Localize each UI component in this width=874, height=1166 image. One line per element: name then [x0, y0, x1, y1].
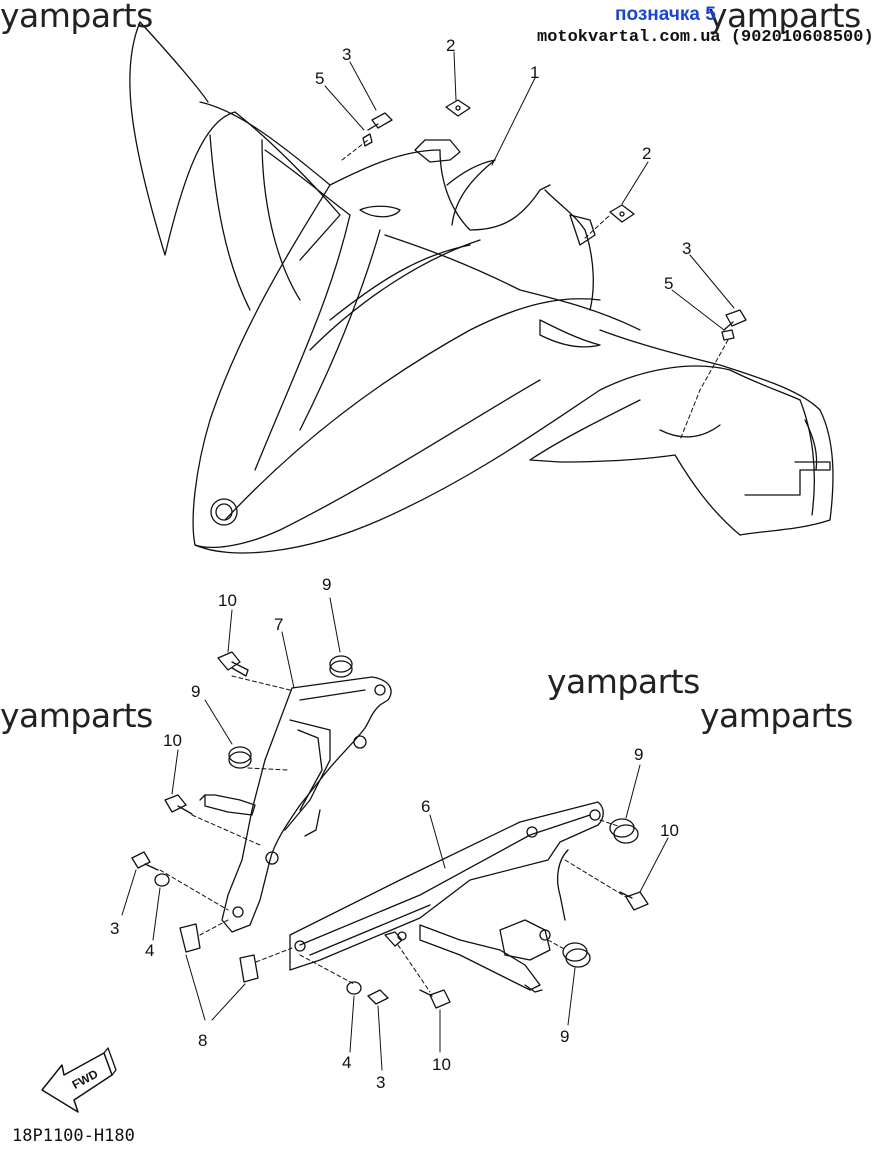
- callout-9-top: 9: [322, 575, 331, 594]
- callout-7: 7: [274, 615, 283, 634]
- watermark-top-right: yamparts: [708, 0, 861, 35]
- stay-bracket-6: [289, 801, 604, 993]
- callout-10-left: 10: [163, 731, 182, 750]
- callout-10-bottom: 10: [432, 1055, 451, 1074]
- callout-3-top: 3: [342, 45, 351, 64]
- badge-label: позначка 5: [615, 4, 716, 25]
- callout-4-left: 4: [145, 941, 154, 960]
- callout-9-left: 9: [191, 682, 200, 701]
- callout-3-left: 3: [110, 919, 119, 938]
- callout-10-right: 10: [660, 821, 679, 840]
- watermark-mid-left: yamparts: [0, 696, 153, 735]
- site-reference: motokvartal.com.ua (902010608500): [537, 28, 874, 47]
- callout-2-right: 2: [642, 144, 651, 163]
- watermark-top-left: yamparts: [0, 0, 153, 35]
- fwd-arrow: FWD: [41, 1047, 117, 1113]
- callout-3-right: 3: [682, 239, 691, 258]
- callout-4-bottom: 4: [342, 1053, 351, 1072]
- watermark-mid-right-upper: yamparts: [547, 662, 700, 701]
- leader-lines: [121, 51, 735, 1071]
- callout-9-right: 9: [634, 745, 643, 764]
- callout-3-bottom: 3: [376, 1073, 385, 1092]
- front-fender: [129, 21, 834, 554]
- top-hardware: [362, 99, 747, 341]
- callout-9-bottom: 9: [560, 1027, 569, 1046]
- callout-8: 8: [198, 1031, 207, 1050]
- stay-bracket-7: [199, 676, 392, 933]
- callout-2-top: 2: [446, 36, 455, 55]
- callouts: 1 2 2 3 3 5 5 6 7 8 9 9 9 9 10 10 10 10 …: [110, 36, 691, 1092]
- callout-1: 1: [530, 63, 539, 82]
- callout-5-top: 5: [315, 69, 324, 88]
- callout-10-top: 10: [218, 591, 237, 610]
- diagram-drawing: 1 2 2 3 3 5 5 6 7 8 9 9 9 9 10 10 10 10 …: [41, 21, 834, 1113]
- diagram-code: 18P1100-H180: [12, 1126, 135, 1146]
- callout-5-right: 5: [664, 274, 673, 293]
- callout-6: 6: [421, 797, 430, 816]
- watermark-mid-right: yamparts: [700, 696, 853, 735]
- lower-hardware: [131, 651, 649, 1009]
